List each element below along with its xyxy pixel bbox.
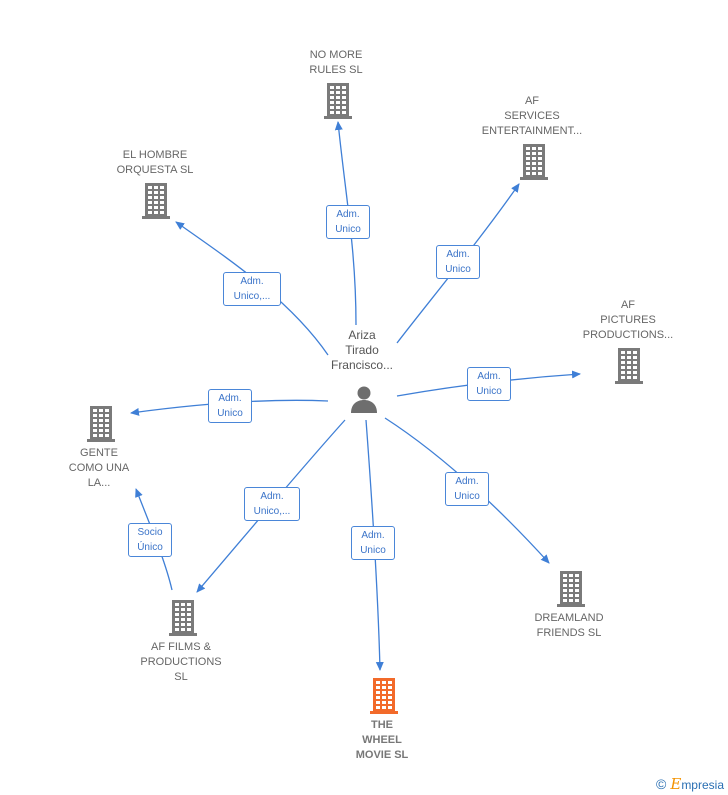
brand-initial: E xyxy=(670,775,682,793)
building-icon-dreamland-friends[interactable] xyxy=(556,571,586,607)
person-name[interactable]: Ariza Tirado Francisco... xyxy=(330,328,393,372)
company-name-af-films[interactable]: AF FILMS & PRODUCTIONS SL xyxy=(140,641,222,683)
relation-label-af-films-to-gente-como-una[interactable]: Socio Único xyxy=(128,523,172,557)
building-icon-the-wheel-movie[interactable] xyxy=(369,678,399,714)
company-name-gente-como-una[interactable]: GENTE COMO UNA LA... xyxy=(68,447,130,489)
relation-label-no-more-rules[interactable]: Adm. Unico xyxy=(326,205,370,239)
company-name-af-services[interactable]: AF SERVICES ENTERTAINMENT... xyxy=(481,95,583,137)
brand-logo: ©Empresia xyxy=(656,775,724,793)
building-icon-gente-como-una[interactable] xyxy=(86,406,116,442)
building-icon-af-services[interactable] xyxy=(519,144,549,180)
company-name-el-hombre-orquesta[interactable]: EL HOMBRE ORQUESTA SL xyxy=(116,149,194,176)
company-name-af-pictures[interactable]: AF PICTURES PRODUCTIONS... xyxy=(582,299,674,341)
relation-label-af-pictures[interactable]: Adm. Unico xyxy=(467,367,511,401)
relation-label-dreamland-friends[interactable]: Adm. Unico xyxy=(445,472,489,506)
brand-name: mpresia xyxy=(681,778,724,792)
relation-label-af-films[interactable]: Adm. Unico,... xyxy=(244,487,300,521)
building-icon-af-pictures[interactable] xyxy=(614,348,644,384)
company-name-dreamland-friends[interactable]: DREAMLAND FRIENDS SL xyxy=(534,612,604,639)
relation-label-af-services[interactable]: Adm. Unico xyxy=(436,245,480,279)
copyright-symbol: © xyxy=(656,776,667,792)
building-icon-no-more-rules[interactable] xyxy=(323,83,353,119)
relation-label-el-hombre-orquesta[interactable]: Adm. Unico,... xyxy=(223,272,281,306)
company-name-the-wheel-movie[interactable]: THE WHEEL MOVIE SL xyxy=(355,719,409,761)
person-icon[interactable] xyxy=(349,384,379,414)
relation-label-gente-como-una[interactable]: Adm. Unico xyxy=(208,389,252,423)
building-icon-el-hombre-orquesta[interactable] xyxy=(141,183,171,219)
relation-label-the-wheel-movie[interactable]: Adm. Unico xyxy=(351,526,395,560)
building-icon-af-films[interactable] xyxy=(168,600,198,636)
company-name-no-more-rules[interactable]: NO MORE RULES SL xyxy=(309,49,363,76)
